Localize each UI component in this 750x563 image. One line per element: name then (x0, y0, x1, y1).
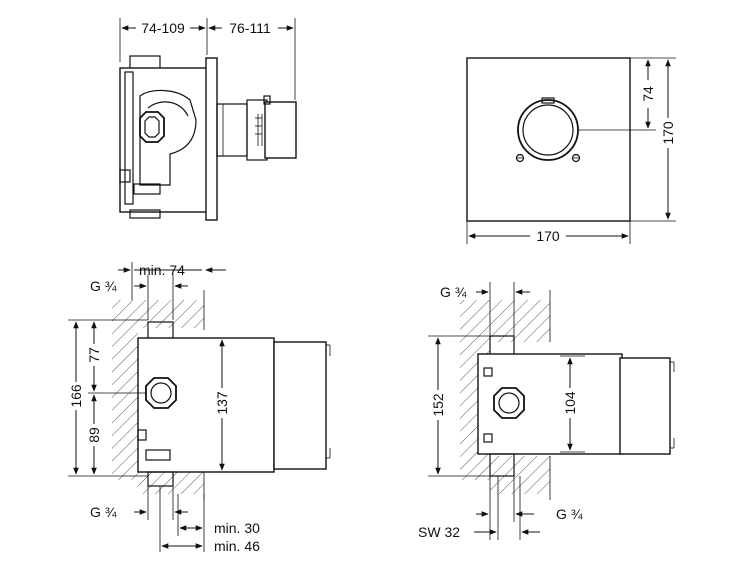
mounting-screw-right (571, 153, 581, 163)
section-right: G ¾ 152 104 (418, 282, 675, 540)
dim-label-77: 77 (86, 347, 102, 363)
label-g34-bottom-left: G ¾ (90, 504, 117, 520)
valve-housing-side (119, 55, 209, 219)
dim-label-76-111: 76-111 (229, 20, 271, 36)
dim-label-152: 152 (430, 393, 446, 417)
wall-plate-side (205, 57, 218, 221)
hex-nut (139, 111, 165, 143)
valve-housing-section-right (477, 335, 675, 477)
port-octagon (145, 377, 177, 409)
wall-hatch-left (112, 300, 138, 480)
dim-label-89: 89 (86, 427, 102, 443)
label-min-74: min. 74 (139, 262, 185, 278)
valve-housing-section (137, 321, 331, 487)
label-g34-top-left: G ¾ (90, 278, 117, 294)
dim-label-166: 166 (68, 384, 84, 408)
dim-label-74-front: 74 (640, 86, 656, 102)
section-left: min. 74 G ¾ 166 77 89 (68, 262, 331, 554)
label-sw-32: SW 32 (418, 524, 460, 540)
dim-label-137: 137 (214, 391, 230, 415)
dim-label-170-horizontal: 170 (536, 228, 560, 244)
label-g34-bottom-right: G ¾ (556, 506, 583, 522)
label-g34-top-right: G ¾ (440, 284, 467, 300)
cover-plate (466, 57, 631, 222)
dim-label-74-109: 74-109 (141, 20, 185, 36)
dim-label-104: 104 (562, 391, 578, 415)
front-view: 74 170 170 (466, 57, 676, 244)
label-min-30: min. 30 (214, 520, 260, 536)
side-view: 74-109 76-111 (119, 18, 297, 221)
label-min-46: min. 46 (214, 538, 260, 554)
port-octagon-right (493, 387, 525, 419)
mounting-screw-left (515, 153, 525, 163)
cartridge-side (216, 95, 297, 161)
dim-label-170-vertical: 170 (660, 121, 676, 145)
